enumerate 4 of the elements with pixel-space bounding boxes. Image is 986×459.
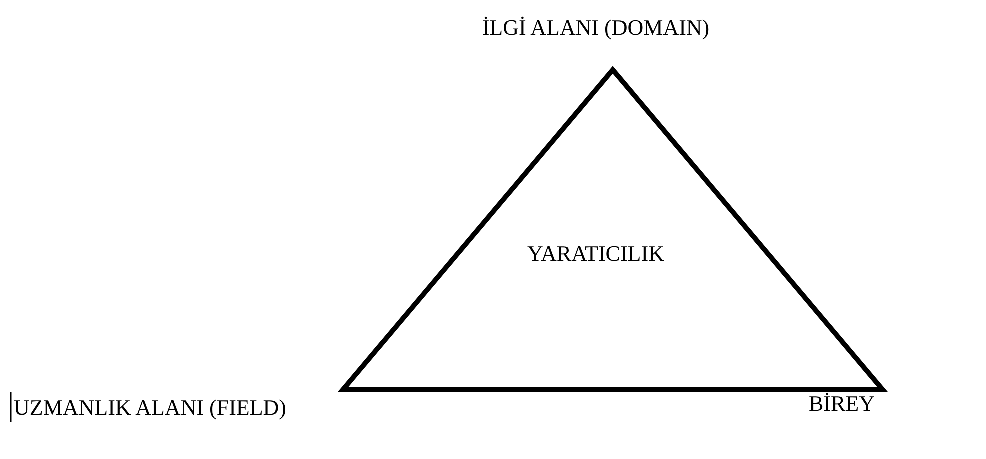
vertex-label: İLGİ ALANI (DOMAIN) [482,15,710,41]
vertex-label: BİREY [809,391,875,417]
vertex-label: UZMANLIK ALANI (FIELD) [14,395,287,421]
node-label: YARATICILIK [528,241,664,267]
